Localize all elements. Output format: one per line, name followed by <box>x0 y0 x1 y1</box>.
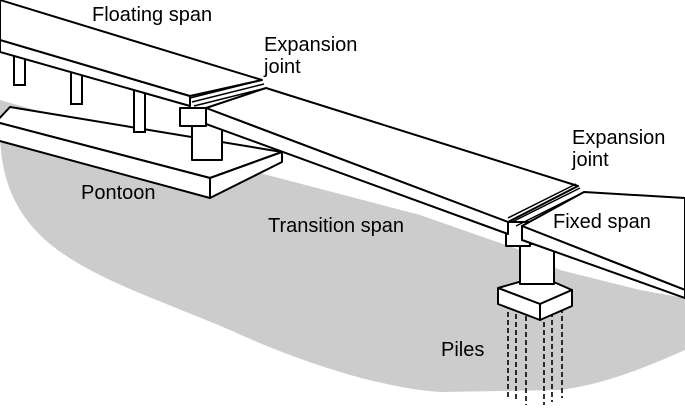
expansion-joint-1-label-line2: joint <box>264 56 301 78</box>
transition-span-label: Transition span <box>268 215 404 237</box>
fixed-span-deck <box>521 191 685 299</box>
expansion-joint-2-label-line2: joint <box>572 149 609 171</box>
floating-span-label: Floating span <box>92 4 213 26</box>
transition-span-deck <box>205 87 579 235</box>
pile-cap <box>497 221 573 321</box>
fixed-span-label: Fixed span <box>553 211 651 233</box>
expansion-joint-1-label: Expansion <box>264 34 358 56</box>
piles <box>507 300 563 405</box>
expansion-joint-2-label: Expansion <box>572 127 666 149</box>
pontoon-label: Pontoon <box>81 182 156 204</box>
piles-label: Piles <box>441 339 485 361</box>
